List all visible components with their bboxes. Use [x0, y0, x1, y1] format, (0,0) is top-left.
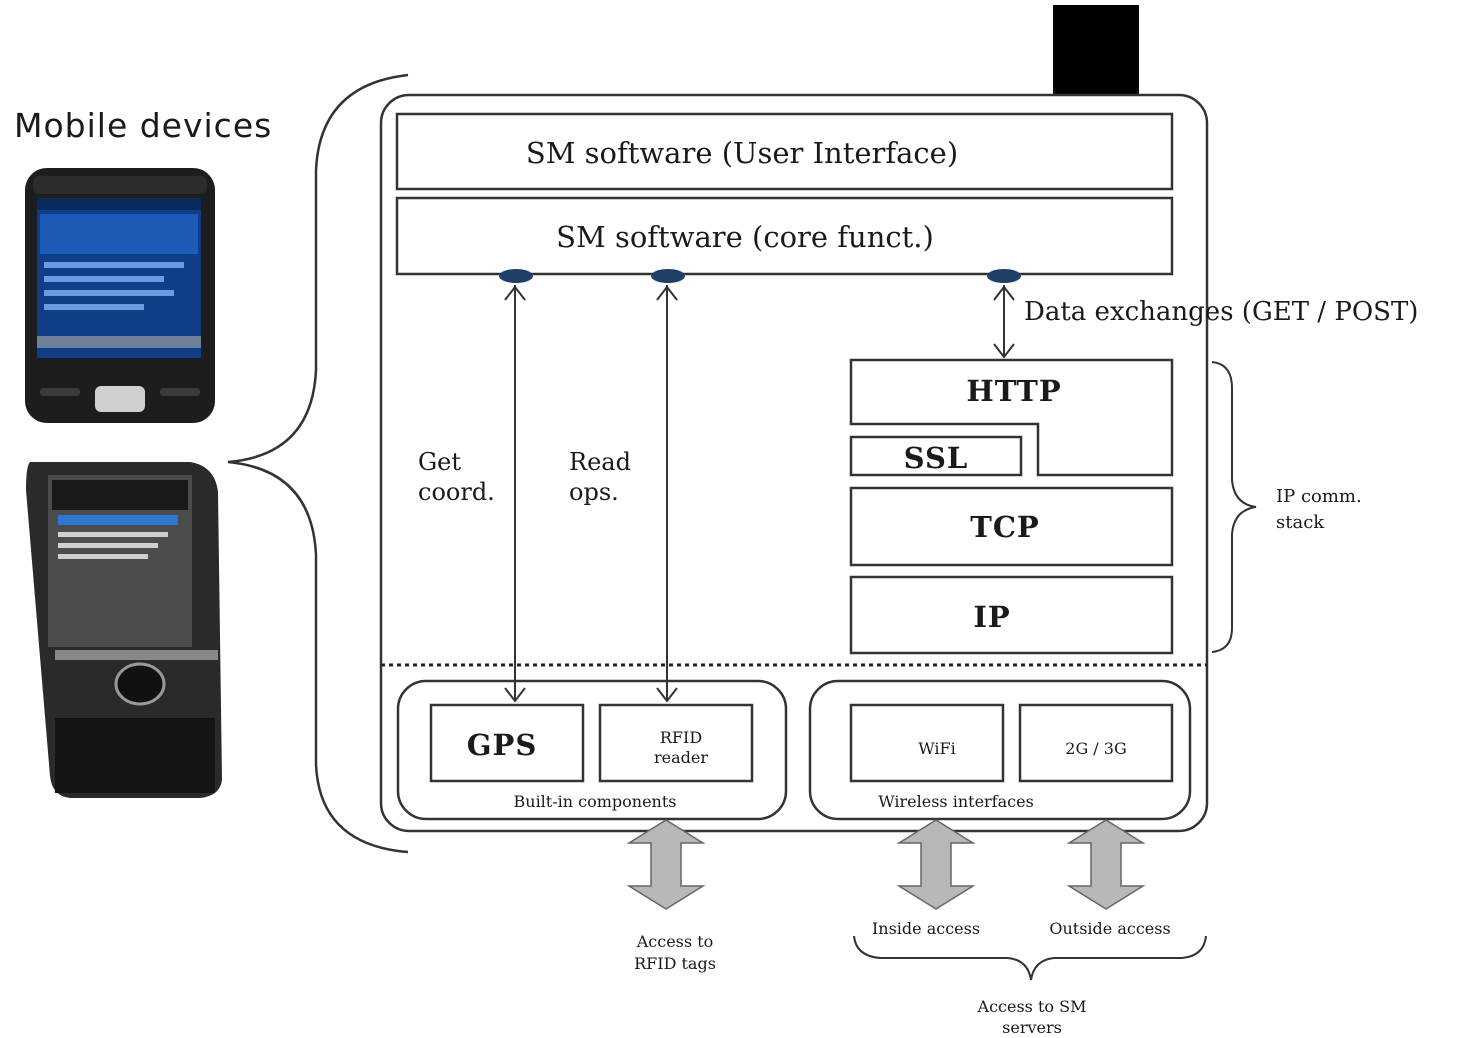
http-box	[849, 358, 1174, 477]
tcp-label: TCP	[970, 510, 1040, 544]
connector-gps	[499, 269, 533, 283]
ip-box	[849, 575, 1174, 655]
rfid-access-arrow	[626, 819, 706, 910]
pda-device-image	[25, 168, 215, 423]
read-ops-label: Read ops.	[569, 448, 631, 506]
tcp-box	[849, 486, 1174, 567]
core-layer-box	[395, 196, 1174, 276]
core-layer-label: SM software (core funct.)	[556, 220, 934, 254]
get-coord-label: Get coord.	[418, 448, 495, 506]
ssl-label: SSL	[903, 441, 969, 475]
wifi-box	[849, 703, 1005, 783]
rfid-tags-access-label: Access to RFID tags	[634, 932, 716, 973]
wifi-label: WiFi	[918, 739, 956, 758]
http-label: HTTP	[966, 374, 1062, 408]
data-exchanges-label: Data exchanges (GET / POST)	[1024, 297, 1419, 327]
cell-box	[1018, 703, 1174, 783]
connector-rfid	[651, 269, 685, 283]
ip-stack-brace	[1211, 361, 1257, 653]
sm-servers-access-label: Access to SM servers	[977, 997, 1087, 1037]
builtin-group-label: Built-in components	[513, 792, 677, 811]
ssl-box	[849, 435, 1023, 477]
cell-label: 2G / 3G	[1065, 739, 1127, 758]
ip-label: IP	[973, 600, 1011, 634]
ui-layer-box	[395, 112, 1174, 191]
devices-brace	[227, 73, 409, 854]
builtin-group	[396, 679, 788, 821]
slider-phone-image	[26, 462, 222, 798]
inside-access-arrow	[896, 819, 976, 910]
gps-box	[429, 703, 585, 783]
rfid-reader-label: RFID reader	[653, 728, 708, 767]
ip-stack-label: IP comm. stack	[1276, 486, 1362, 533]
wireless-group-label: Wireless interfaces	[878, 792, 1034, 811]
device-container	[379, 93, 1209, 833]
title: Mobile devices	[14, 106, 273, 145]
connector-http	[987, 269, 1021, 283]
inside-access-label: Inside access	[871, 919, 981, 938]
outside-access-label: Outside access	[1049, 919, 1171, 938]
ui-layer-label: SM software (User Interface)	[525, 136, 959, 170]
servers-brace	[853, 935, 1207, 981]
rfid-box	[598, 703, 754, 783]
gps-label: GPS	[466, 728, 538, 762]
black-block	[1053, 5, 1139, 95]
wireless-group	[808, 679, 1192, 821]
outside-access-arrow	[1066, 819, 1146, 910]
